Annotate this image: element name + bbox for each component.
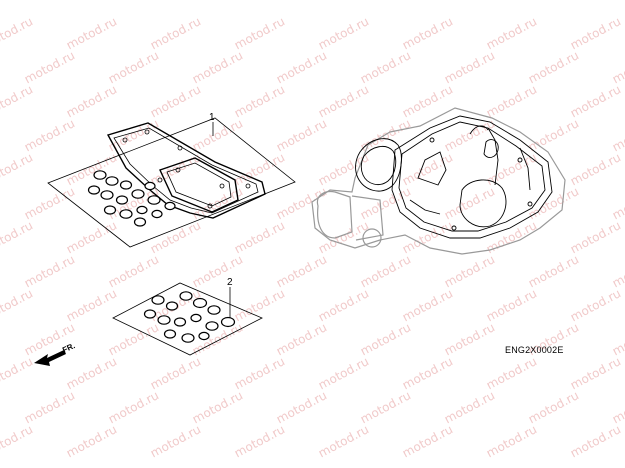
cover-gasket <box>159 157 239 213</box>
engine-assembly <box>311 107 566 255</box>
callout-1: 1 <box>209 112 215 123</box>
gasket-kit-b[interactable]: 2 <box>112 277 263 356</box>
base-gasket <box>106 122 266 219</box>
diagram-code: ENG2X0002E <box>505 345 564 355</box>
seal-rings <box>87 170 176 227</box>
front-direction-arrow: FR. <box>34 341 77 366</box>
seal-rings-small <box>143 291 236 343</box>
callout-2: 2 <box>227 277 233 288</box>
direction-label: FR. <box>61 341 76 355</box>
gasket-kit-a[interactable]: 1 <box>47 112 296 248</box>
